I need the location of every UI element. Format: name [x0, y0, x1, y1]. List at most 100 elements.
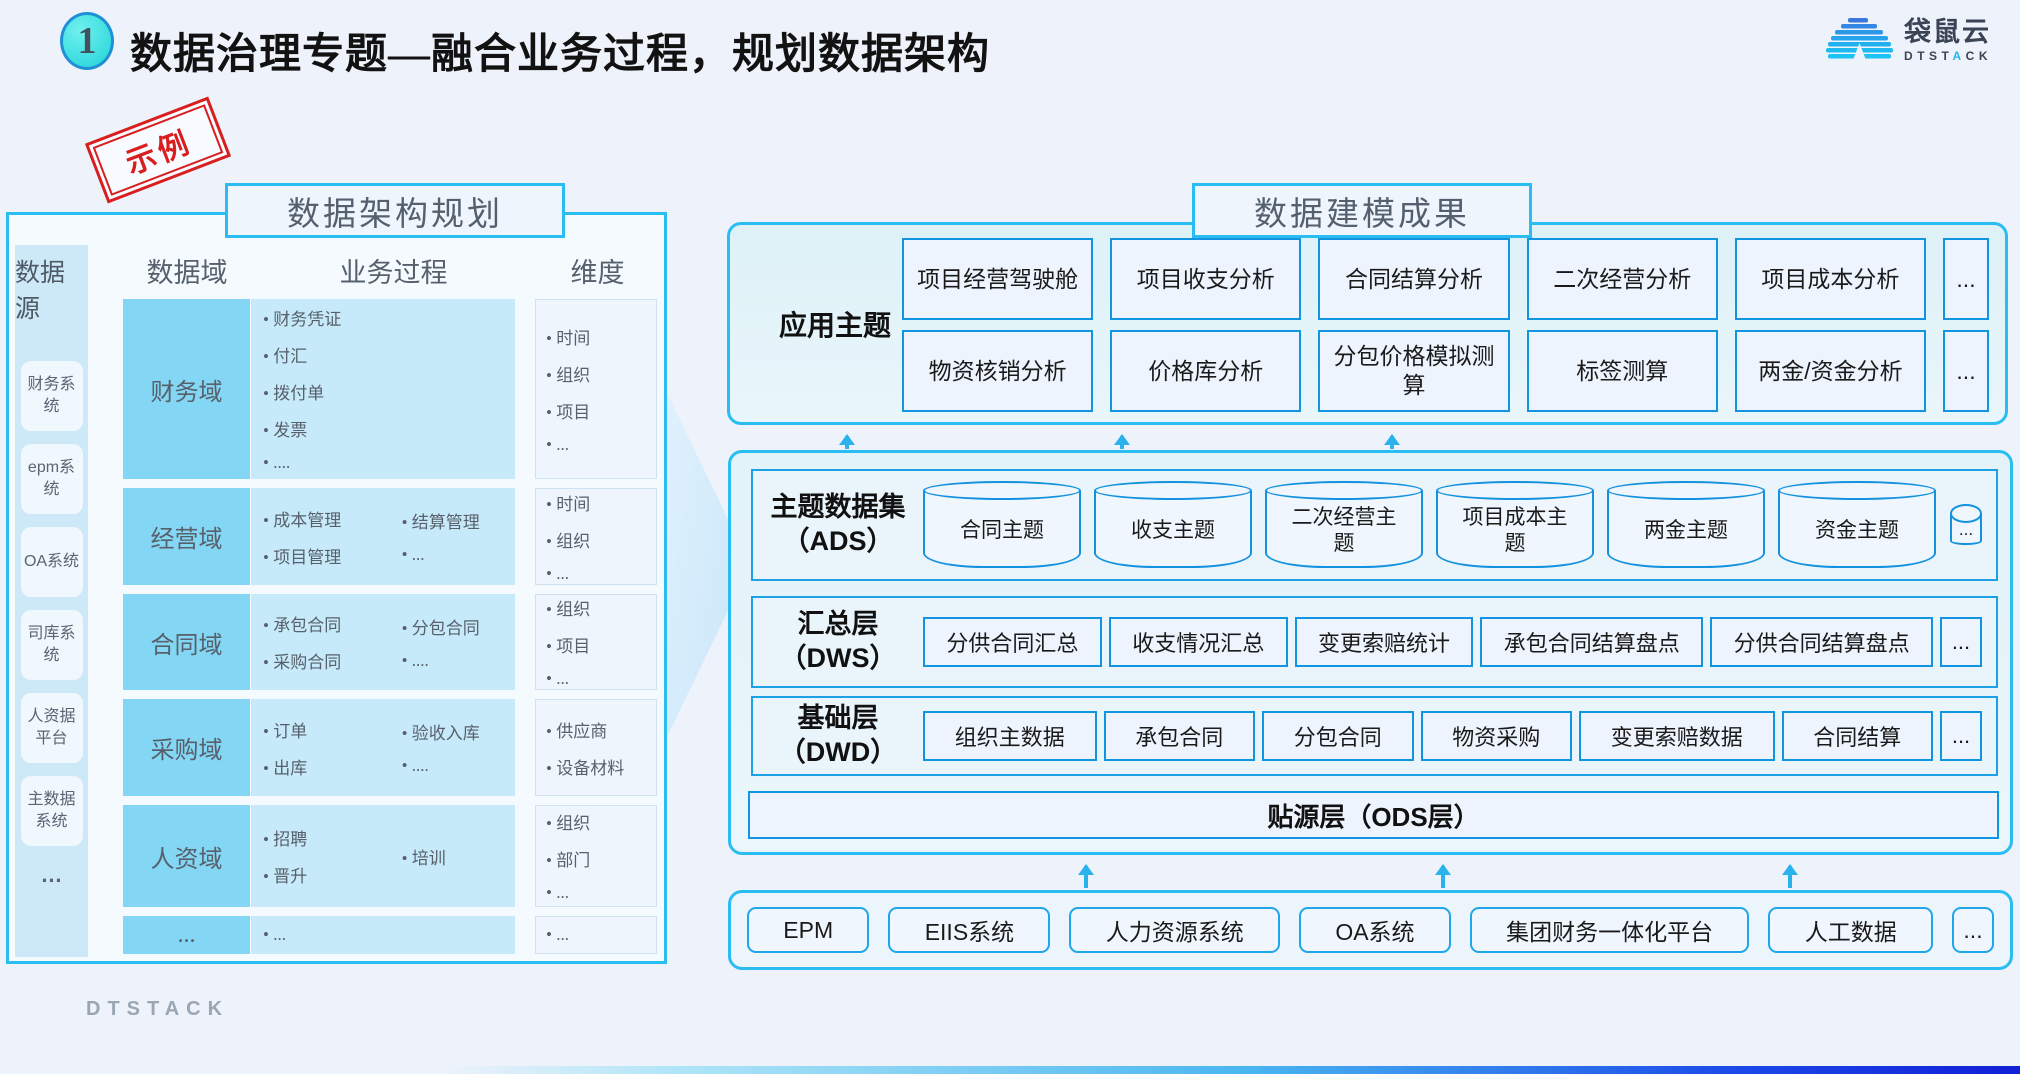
ads-more-cylinder: ...	[1950, 504, 1982, 545]
dimension-cell: 组织项目...	[535, 594, 657, 690]
table-row-finance: 财务域 财务凭证付汇拨付单发票.... 时间组织项目...	[123, 299, 664, 479]
process-col1: 招聘晋升	[263, 809, 402, 903]
dimension-item: 供应商	[546, 717, 656, 742]
process-col2	[402, 303, 515, 475]
application-topic: 项目收支分析	[1110, 238, 1302, 320]
dwd-item: 合同结算	[1781, 711, 1933, 761]
process-item: 发票	[263, 416, 402, 441]
logo-en-part: DTST	[1904, 48, 1953, 63]
dimension-item: 时间	[546, 490, 656, 515]
dimension-item: 项目	[546, 398, 656, 423]
ads-dataset-cylinder: 两金主题	[1607, 481, 1765, 568]
process-cell: 承包合同采购合同 分包合同....	[251, 594, 515, 690]
source-system: OA系统	[1299, 907, 1451, 953]
dimension-cell: 时间组织...	[535, 488, 657, 585]
dws-label-line1: 汇总层	[797, 609, 879, 640]
application-topic: 两金/资金分析	[1734, 330, 1927, 412]
dwd-label-line1: 基础层	[797, 703, 879, 734]
application-topic: 二次经营分析	[1526, 238, 1718, 320]
col-header-process: 业务过程	[339, 258, 448, 288]
dws-item: 分供合同结算盘点	[1710, 617, 1933, 667]
right-section-title: 数据建模成果	[1192, 183, 1532, 238]
dtstack-watermark: DTSTACK	[86, 998, 230, 1020]
dwd-item: 承包合同	[1103, 711, 1255, 761]
dwd-label-line2: （DWD）	[778, 737, 898, 767]
process-cell: 订单出库 验收入库....	[251, 699, 515, 796]
up-arrow	[1435, 864, 1451, 888]
source-system: 人力资源系统	[1069, 907, 1281, 953]
dws-label-line2: （DWS）	[779, 643, 897, 673]
process-item: 承包合同	[263, 611, 402, 636]
ads-dataset-cylinder: 项目成本主题	[1436, 481, 1594, 568]
dwd-layer-label: 基础层 （DWD）	[753, 702, 923, 770]
ads-layer: 主题数据集 （ADS） 合同主题收支主题二次经营主题项目成本主题两金主题资金主题…	[751, 469, 1998, 581]
process-col1: ...	[263, 920, 402, 950]
process-item: ...	[402, 545, 515, 565]
application-topic: ...	[1943, 330, 1990, 412]
logo-en-part: CK	[1965, 48, 1992, 63]
application-topic: 物资核销分析	[902, 330, 1094, 412]
application-topic: 分包价格模拟测算	[1318, 330, 1510, 412]
application-topics-label: 应用主题	[778, 309, 891, 341]
application-topic: 标签测算	[1526, 330, 1718, 412]
dtstack-cloud-icon	[1826, 18, 1894, 60]
table-row-more: ... ... ...	[123, 916, 664, 954]
application-topics-box: 应用主题 项目经营驾驶舱项目收支分析合同结算分析二次经营分析项目成本分析... …	[727, 222, 2008, 425]
application-topic: 项目经营驾驶舱	[902, 238, 1094, 320]
dws-items: 分供合同汇总收支情况汇总变更索赔统计承包合同结算盘点分供合同结算盘点...	[923, 617, 1982, 667]
up-arrow	[1782, 864, 1798, 888]
dwd-item: 物资采购	[1420, 711, 1572, 761]
example-stamp-text: 示例	[92, 104, 224, 196]
process-item: 财务凭证	[263, 305, 402, 330]
dws-layer-label: 汇总层 （DWS）	[753, 608, 923, 676]
dimension-item: ...	[546, 669, 656, 689]
datasource-more: …	[40, 862, 63, 887]
col-header-dimension: 维度	[570, 258, 625, 288]
dimension-item: 组织	[546, 809, 656, 834]
col-header-domain: 数据域	[146, 258, 228, 288]
application-topic: 合同结算分析	[1318, 238, 1510, 320]
dwd-layer: 基础层 （DWD） 组织主数据承包合同分包合同物资采购变更索赔数据合同结算...	[751, 696, 1998, 776]
process-item: 成本管理	[263, 506, 402, 531]
ads-dataset-cylinder: 合同主题	[923, 481, 1081, 568]
slide-number-badge: 1	[60, 12, 114, 70]
application-topics-row2: 物资核销分析价格库分析分包价格模拟测算标签测算两金/资金分析...	[902, 330, 1990, 412]
process-cell: 招聘晋升 培训	[251, 805, 515, 907]
process-col2	[402, 920, 515, 950]
datasource-item: 主数据系统	[20, 776, 83, 846]
bottom-accent-bar	[0, 1066, 2020, 1074]
dimension-cell: 组织部门...	[535, 805, 657, 907]
dws-item: 分供合同汇总	[923, 617, 1102, 667]
dwd-item: ...	[1940, 711, 1982, 761]
process-item: 分包合同	[402, 614, 515, 639]
table-column-headers: 数据域 业务过程 维度	[118, 251, 664, 290]
ads-label-line1: 主题数据集	[770, 492, 906, 523]
process-col1: 订单出库	[263, 703, 402, 792]
domain-cell: 财务域	[123, 299, 250, 479]
domain-cell: 经营域	[123, 488, 250, 585]
table-row-procurement: 采购域 订单出库 验收入库.... 供应商设备材料	[123, 699, 664, 796]
up-arrow	[839, 434, 855, 449]
process-col1: 财务凭证付汇拨付单发票....	[263, 303, 402, 475]
datasource-item: 司库系统	[20, 610, 83, 680]
dws-item: 收支情况汇总	[1108, 617, 1288, 667]
process-item: 结算管理	[402, 508, 515, 533]
dws-item: 承包合同结算盘点	[1480, 617, 1704, 667]
dwd-item: 变更索赔数据	[1579, 711, 1775, 761]
process-item: ....	[402, 756, 515, 776]
process-cell: ...	[251, 916, 515, 954]
up-arrow	[1114, 434, 1130, 449]
up-arrow	[1078, 864, 1094, 888]
source-system: EIIS系统	[888, 907, 1051, 953]
dimension-item: 组织	[546, 361, 656, 386]
datasource-item: epm系统	[20, 444, 83, 514]
process-item: 培训	[402, 844, 515, 869]
dwd-items: 组织主数据承包合同分包合同物资采购变更索赔数据合同结算...	[923, 711, 1982, 761]
dimension-item: 组织	[546, 527, 656, 552]
application-topic: 价格库分析	[1110, 330, 1302, 412]
dws-item: ...	[1939, 617, 1982, 667]
